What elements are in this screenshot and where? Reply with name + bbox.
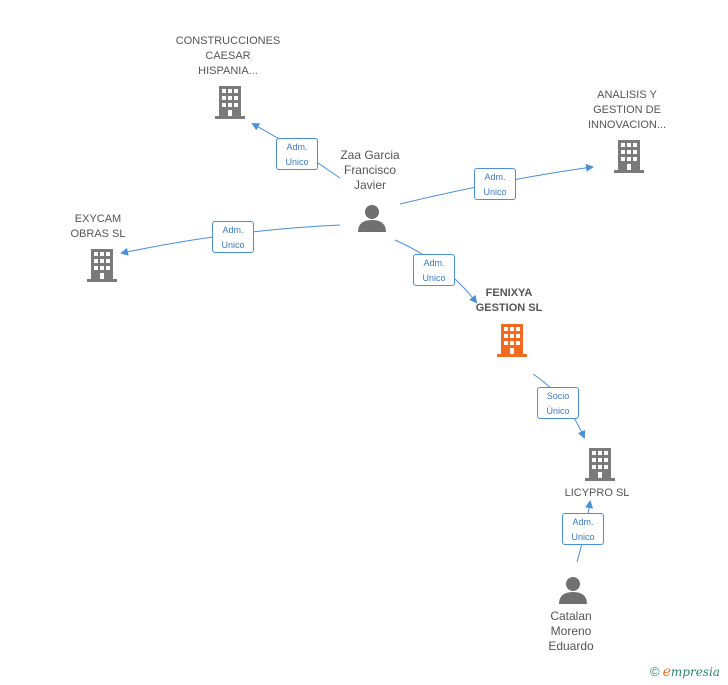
building-icon-exycam[interactable] <box>87 249 117 282</box>
brand-name: mpresia <box>670 665 720 679</box>
building-icon-construcciones[interactable] <box>215 86 245 119</box>
label-line: Catalan <box>550 609 592 623</box>
relation-badge-zaa-construcciones[interactable]: Adm. Unico <box>276 138 318 170</box>
relation-line: Adm. <box>484 172 506 182</box>
label-line: GESTION SL <box>475 302 543 314</box>
label-line: OBRAS SL <box>70 228 126 240</box>
relation-line: Unico <box>571 532 595 542</box>
label-line: EXYCAM <box>74 213 122 225</box>
label-line: FENIXYA <box>485 287 533 299</box>
label-line: Moreno <box>550 624 592 638</box>
copyright-icon: © <box>650 664 660 679</box>
person-label-catalan[interactable]: Catalan Moreno Eduardo <box>521 609 621 654</box>
relation-line: Adm. <box>222 225 244 235</box>
relation-line: Adm. <box>286 142 308 152</box>
relation-badge-zaa-fenixya[interactable]: Adm. Unico <box>413 254 455 286</box>
company-label-construcciones[interactable]: CONSTRUCCIONES CAESAR HISPANIA... <box>168 34 288 79</box>
relation-line: Unico <box>483 187 507 197</box>
company-label-analisis[interactable]: ANALISIS Y GESTION DE INNOVACION... <box>567 88 687 133</box>
relation-badge-catalan-licypro[interactable]: Adm. Unico <box>562 513 604 545</box>
label-line: INNOVACION... <box>587 119 667 131</box>
empresia-brand: ©empresia <box>650 664 720 680</box>
company-label-fenixya[interactable]: FENIXYA GESTION SL <box>459 286 559 316</box>
person-icon-catalan[interactable] <box>559 577 587 604</box>
building-icon-fenixya[interactable] <box>497 324 527 357</box>
person-icon-zaa[interactable] <box>358 205 386 232</box>
relation-line: Unico <box>285 157 309 167</box>
company-label-licypro[interactable]: LICYPRO SL <box>547 486 647 501</box>
relation-line: Unico <box>422 273 446 283</box>
relation-line: Socio <box>546 391 570 401</box>
label-line: HISPANIA... <box>198 65 258 77</box>
relation-badge-zaa-exycam[interactable]: Adm. Unico <box>212 221 254 253</box>
label-line: GESTION DE <box>593 104 661 116</box>
relation-line: Adm. <box>423 258 445 268</box>
relation-line: Unico <box>221 240 245 250</box>
label-line: ANALISIS Y <box>597 89 657 101</box>
brand-initial: e <box>662 664 671 680</box>
company-label-exycam[interactable]: EXYCAM OBRAS SL <box>48 212 148 242</box>
label-line: CONSTRUCCIONES <box>175 35 281 47</box>
label-line: Zaa Garcia <box>340 148 400 162</box>
label-line: Francisco <box>343 163 396 177</box>
building-icon-licypro[interactable] <box>585 448 615 481</box>
relation-badge-fenixya-licypro[interactable]: Socio Único <box>537 387 579 419</box>
label-line: CAESAR <box>205 50 251 62</box>
label-line: Eduardo <box>548 639 594 653</box>
person-label-zaa[interactable]: Zaa Garcia Francisco Javier <box>320 148 420 193</box>
building-icon-analisis[interactable] <box>614 140 644 173</box>
label-line: Javier <box>353 178 386 192</box>
relation-badge-zaa-analisis[interactable]: Adm. Unico <box>474 168 516 200</box>
label-line: LICYPRO SL <box>564 487 630 499</box>
relation-line: Único <box>546 406 570 416</box>
relation-line: Adm. <box>572 517 594 527</box>
